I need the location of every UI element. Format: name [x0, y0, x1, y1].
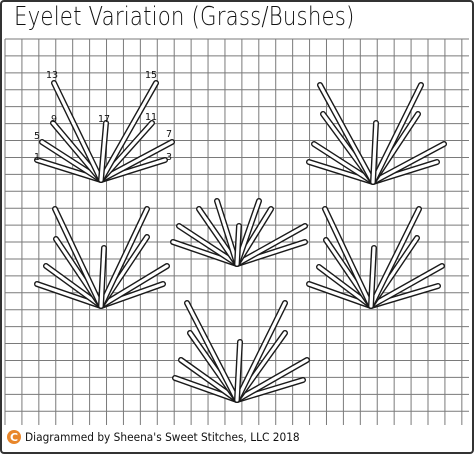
stitch-number-label: 17: [98, 114, 110, 125]
stitch: [185, 301, 239, 402]
stitch: [371, 83, 423, 184]
stitch: [369, 207, 421, 308]
credit-text: Diagrammed by Sheena's Sweet Stitches, L…: [25, 430, 300, 444]
stitch-number-label: 1: [34, 152, 40, 163]
canvas-grid: [4, 38, 469, 425]
stitch: [177, 224, 239, 266]
stitch: [44, 264, 103, 308]
copyright-icon: C: [7, 430, 21, 444]
stitch-number-label: 7: [166, 129, 172, 140]
stitch: [215, 199, 239, 266]
stitch: [318, 83, 375, 184]
stitch: [99, 140, 174, 182]
stitch: [323, 207, 373, 308]
stitch: [179, 358, 239, 402]
stitch: [99, 81, 158, 182]
stitch: [235, 224, 307, 266]
stitch: [235, 199, 261, 266]
stitch: [173, 376, 239, 402]
stitch: [312, 142, 375, 184]
stitch: [371, 142, 446, 184]
stitch: [317, 265, 373, 308]
stitch: [307, 282, 373, 308]
stitch: [235, 340, 242, 402]
stitch: [99, 207, 149, 308]
stitch: [53, 207, 103, 308]
stitch: [40, 140, 103, 182]
stitch: [99, 264, 169, 308]
eyelet-motif: [306, 82, 447, 185]
eyelet-motif: [34, 206, 170, 309]
stitch-number-label: 13: [46, 70, 58, 81]
stitch: [51, 121, 103, 182]
stitch: [235, 224, 241, 266]
diagram-title: Eyelet Variation (Grass/Bushes): [14, 2, 355, 32]
stitch: [35, 282, 103, 308]
stitch-number-label: 9: [51, 114, 57, 125]
stitch: [369, 246, 376, 308]
stitch: [235, 358, 309, 402]
credit-line: C Diagrammed by Sheena's Sweet Stitches,…: [7, 428, 324, 446]
stitch: [371, 121, 378, 184]
eyelet-motif: [172, 300, 310, 403]
stitch-number-label: 5: [34, 131, 40, 142]
stitch: [235, 301, 287, 402]
stitch-number-label: 3: [166, 152, 172, 163]
eyelet-motif: [306, 206, 445, 309]
stitch: [52, 81, 103, 182]
stitch: [99, 121, 108, 182]
stitch-number-label: 11: [145, 112, 157, 123]
eyelet-motif: [170, 198, 308, 267]
stitch-motifs: [34, 80, 447, 403]
stitch: [197, 207, 239, 266]
eyelet-motif: [34, 80, 175, 183]
stitch-number-label: 15: [145, 70, 157, 81]
stitch: [99, 246, 106, 308]
stitch: [369, 264, 444, 308]
